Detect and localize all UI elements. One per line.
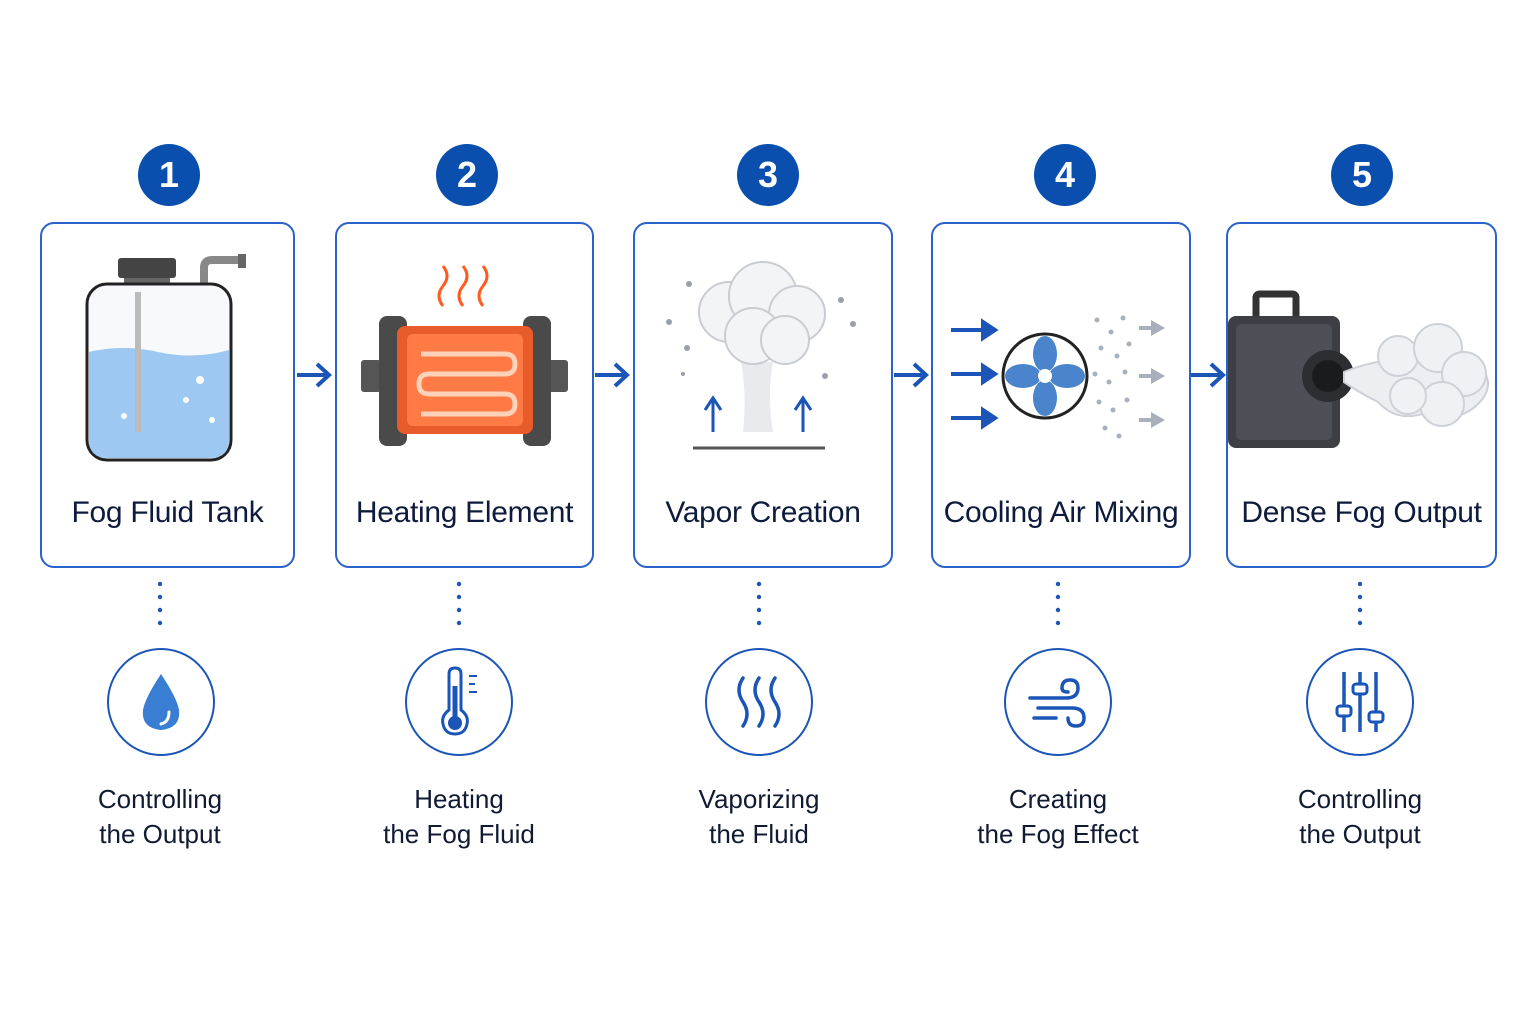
caption-line: the Fog Fluid (383, 819, 535, 849)
caption-line: the Output (99, 819, 221, 849)
step-number-badge: 3 (737, 144, 799, 206)
step-number-badge: 5 (1331, 144, 1393, 206)
flow-arrow-icon (595, 362, 630, 388)
step-title: Cooling Air Mixing (943, 496, 1179, 529)
caption-line: Controlling (1297, 784, 1423, 814)
heating-element-illustration (361, 265, 568, 446)
caption-line: Heating (414, 784, 504, 814)
step-card-vapor-creation: Vapor Creation (633, 222, 893, 568)
step-card-cooling-air-mixing: Cooling Air Mixing (931, 222, 1191, 568)
step-card-fog-fluid-tank: Fog Fluid Tank (40, 222, 295, 568)
caption-line: the Fluid (709, 819, 809, 849)
cooling-fan-illustration (951, 315, 1165, 439)
dotted-connector (1055, 581, 1061, 626)
dotted-connector (456, 581, 462, 626)
step-caption: Controlling the Output (1240, 782, 1480, 852)
caption-line: the Fog Effect (977, 819, 1139, 849)
dotted-connector (157, 581, 163, 626)
dotted-connector (756, 581, 762, 626)
step-caption: Creating the Fog Effect (938, 782, 1178, 852)
caption-line: Vaporizing (698, 784, 820, 814)
caption-line: the Output (1299, 819, 1421, 849)
flow-arrow-icon (894, 362, 929, 388)
flow-arrow-icon (297, 362, 332, 388)
dotted-connector (1357, 581, 1363, 626)
step-number-badge: 1 (138, 144, 200, 206)
flow-arrow-icon (1191, 362, 1226, 388)
thermometer-icon (405, 648, 513, 756)
step-number-badge: 4 (1034, 144, 1096, 206)
step-caption: Heating the Fog Fluid (339, 782, 579, 852)
caption-line: Creating (1008, 784, 1108, 814)
step-title: Vapor Creation (665, 496, 861, 529)
vapor-waves-icon (705, 648, 813, 756)
step-title: Heating Element (355, 496, 574, 529)
fog-machine-illustration (1228, 290, 1489, 448)
water-drop-icon (107, 648, 215, 756)
fluid-tank-illustration (85, 254, 246, 462)
step-caption: Controlling the Output (40, 782, 280, 852)
wind-icon (1004, 648, 1112, 756)
step-card-heating-element: Heating Element (335, 222, 594, 568)
vapor-illustration (666, 261, 856, 450)
step-number-badge: 2 (436, 144, 498, 206)
step-caption: Vaporizing the Fluid (639, 782, 879, 852)
step-card-dense-fog-output: Dense Fog Output (1226, 222, 1497, 568)
step-title: Dense Fog Output (1241, 496, 1482, 529)
step-title: Fog Fluid Tank (71, 496, 264, 529)
caption-line: Controlling (97, 784, 223, 814)
sliders-icon (1306, 648, 1414, 756)
